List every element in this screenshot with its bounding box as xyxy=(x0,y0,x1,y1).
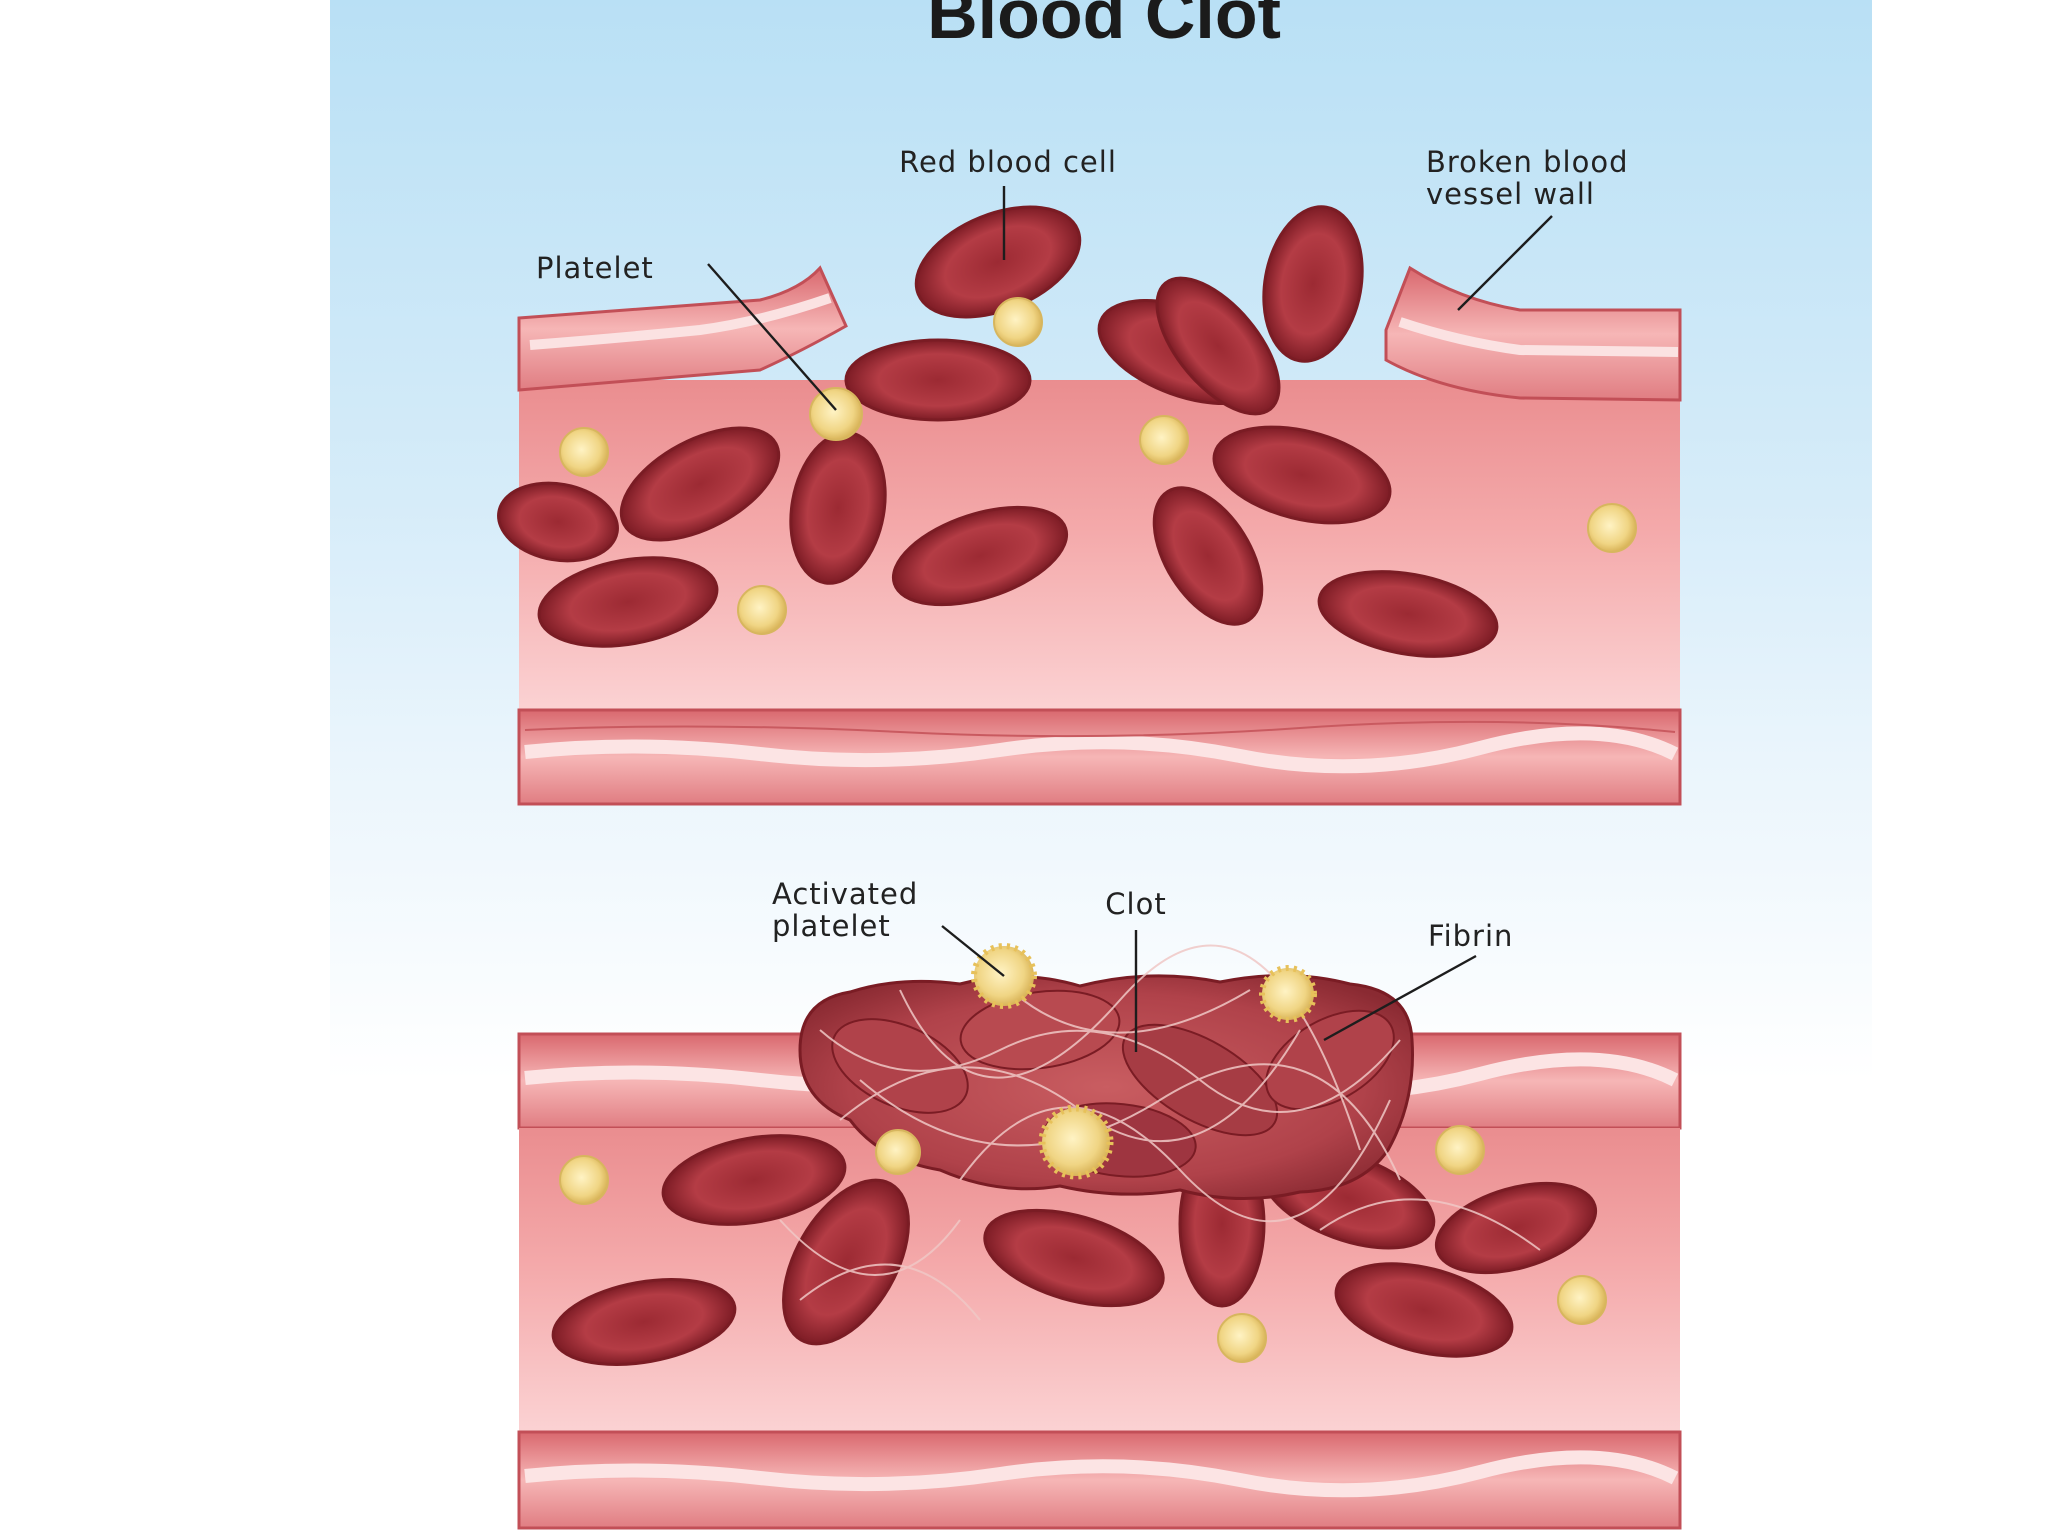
platelet xyxy=(875,1129,921,1175)
label-text: Clot xyxy=(1105,887,1166,921)
label-fibrin: Fibrin xyxy=(1323,919,1513,1042)
red-blood-cell xyxy=(1317,570,1499,658)
page-title: Blood Clot xyxy=(927,0,1281,53)
red-blood-cell xyxy=(661,1134,847,1226)
broken-wall-right xyxy=(1384,265,1682,402)
label-red-blood-cell: Red blood cell xyxy=(899,145,1117,260)
label-platelet: Platelet xyxy=(536,251,837,411)
clot-mass xyxy=(779,944,1541,1321)
label-broken-wall: Broken blood vessel wall xyxy=(1426,145,1628,311)
red-blood-cell xyxy=(1212,425,1392,525)
platelet xyxy=(993,297,1043,347)
vessel-bottom-wall xyxy=(517,1430,1682,1530)
red-blood-cell xyxy=(551,1277,737,1367)
platelet xyxy=(809,387,863,441)
label-activated-platelet: Activated platelet xyxy=(772,877,1005,977)
leader-line xyxy=(941,925,1005,977)
activated-platelets xyxy=(971,943,1317,1180)
platelet xyxy=(559,1155,609,1205)
bottom-platelets xyxy=(559,1125,1607,1363)
red-blood-cell xyxy=(782,1178,910,1346)
platelet xyxy=(1435,1125,1485,1175)
platelet xyxy=(1587,503,1637,553)
top-red-blood-cells xyxy=(497,205,1499,658)
red-blood-cell xyxy=(891,505,1069,607)
label-text: Platelet xyxy=(536,251,654,285)
label-clot: Clot xyxy=(1105,887,1166,1052)
red-blood-cell xyxy=(1152,486,1264,626)
leader-line xyxy=(1457,215,1553,311)
activated-platelet xyxy=(1038,1104,1114,1180)
label-text: Fibrin xyxy=(1428,919,1513,953)
red-blood-cell xyxy=(1155,276,1281,416)
red-blood-cell xyxy=(983,1208,1165,1308)
red-blood-cell xyxy=(1334,1262,1514,1358)
red-blood-cell xyxy=(1434,1181,1598,1275)
leader-line xyxy=(707,263,837,411)
vessel-lumen xyxy=(519,380,1680,710)
label-text-line1: Activated xyxy=(772,877,918,911)
top-platelets xyxy=(559,297,1637,635)
platelet xyxy=(737,585,787,635)
label-text-line2: vessel wall xyxy=(1426,177,1595,211)
vessel-bottom-wall xyxy=(517,708,1682,806)
label-text-line2: platelet xyxy=(772,909,891,943)
label-text-line1: Broken blood xyxy=(1426,145,1628,179)
red-blood-cell xyxy=(497,481,619,563)
platelet xyxy=(1557,1275,1607,1325)
platelet xyxy=(1139,415,1189,465)
leader-line xyxy=(1323,954,1477,1042)
red-blood-cell xyxy=(537,556,719,648)
red-blood-cell xyxy=(844,338,1032,422)
platelet xyxy=(1217,1313,1267,1363)
activated-platelet xyxy=(1259,965,1317,1023)
platelet xyxy=(559,427,609,477)
red-blood-cell xyxy=(1262,205,1364,363)
red-blood-cell xyxy=(619,426,781,542)
label-text: Red blood cell xyxy=(899,145,1117,179)
